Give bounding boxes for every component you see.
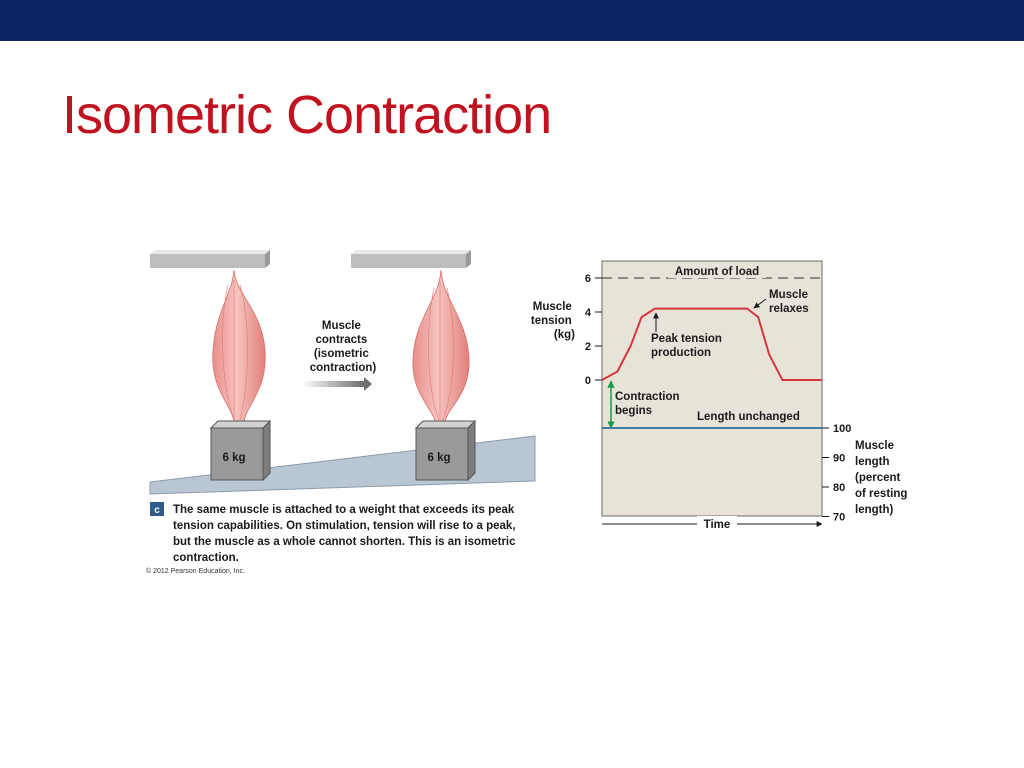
ceiling-bar-left xyxy=(150,250,270,268)
length-unchanged-annotation: Length unchanged xyxy=(697,411,800,423)
load-label-bg xyxy=(668,264,766,278)
copyright: © 2012 Pearson Education, Inc. xyxy=(146,567,245,575)
length-tick-label: 100 xyxy=(833,423,851,435)
figure: 6 kg 6 kg Muscle contracts (isometric co… xyxy=(146,250,911,575)
tension-tick-label: 2 xyxy=(585,341,591,353)
contraction-begins-annotation: Contraction begins xyxy=(615,391,683,417)
tension-tick-label: 4 xyxy=(585,307,592,319)
panel-letter-box xyxy=(150,502,164,516)
length-tick-label: 90 xyxy=(833,453,845,465)
length-tick-label: 70 xyxy=(833,512,845,524)
contraction-arrow xyxy=(302,377,372,391)
weight-block-left: 6 kg xyxy=(209,419,272,482)
tension-tick-label: 0 xyxy=(585,375,591,387)
relax-annotation: Muscle relaxes xyxy=(769,289,811,315)
peak-annotation: Peak tension production xyxy=(651,333,725,359)
muscle-illustration: 6 kg 6 kg Muscle contracts (isometric co… xyxy=(146,250,536,575)
muscle-right xyxy=(412,269,470,423)
tension-axis-label: Muscle tension (kg) xyxy=(531,301,575,341)
floor-platform xyxy=(149,435,536,495)
figure-caption: The same muscle is attached to a weight … xyxy=(173,504,519,564)
weight-block-right: 6 kg xyxy=(414,419,477,482)
length-axis-ticks: 70 80 90 100 xyxy=(822,423,851,524)
arrow-caption: Muscle contracts (isometric contraction) xyxy=(310,320,377,374)
tension-axis-ticks: 0 2 4 6 xyxy=(585,273,602,387)
relax-annotation-arrow xyxy=(753,298,767,309)
length-axis-label: Muscle length (percent of resting length… xyxy=(855,440,911,516)
weight-label-left: 6 kg xyxy=(222,452,245,464)
tension-tick-label: 6 xyxy=(585,273,591,285)
chart: Amount of load 0 2 4 6 70 80 90 100 Muscle ten… xyxy=(531,260,911,531)
time-axis-label: Time xyxy=(704,519,731,531)
load-label: Amount of load xyxy=(675,266,759,278)
length-tick-label: 80 xyxy=(833,482,845,494)
plot-area xyxy=(601,260,823,517)
tension-series-line xyxy=(601,307,822,381)
panel-letter: c xyxy=(154,505,160,516)
time-label-bg xyxy=(697,516,737,531)
top-header-bar xyxy=(0,0,1024,41)
slide-title: Isometric Contraction xyxy=(62,85,552,145)
weight-label-right: 6 kg xyxy=(427,452,450,464)
muscle-left xyxy=(212,269,266,423)
ceiling-bar-right xyxy=(351,250,471,268)
